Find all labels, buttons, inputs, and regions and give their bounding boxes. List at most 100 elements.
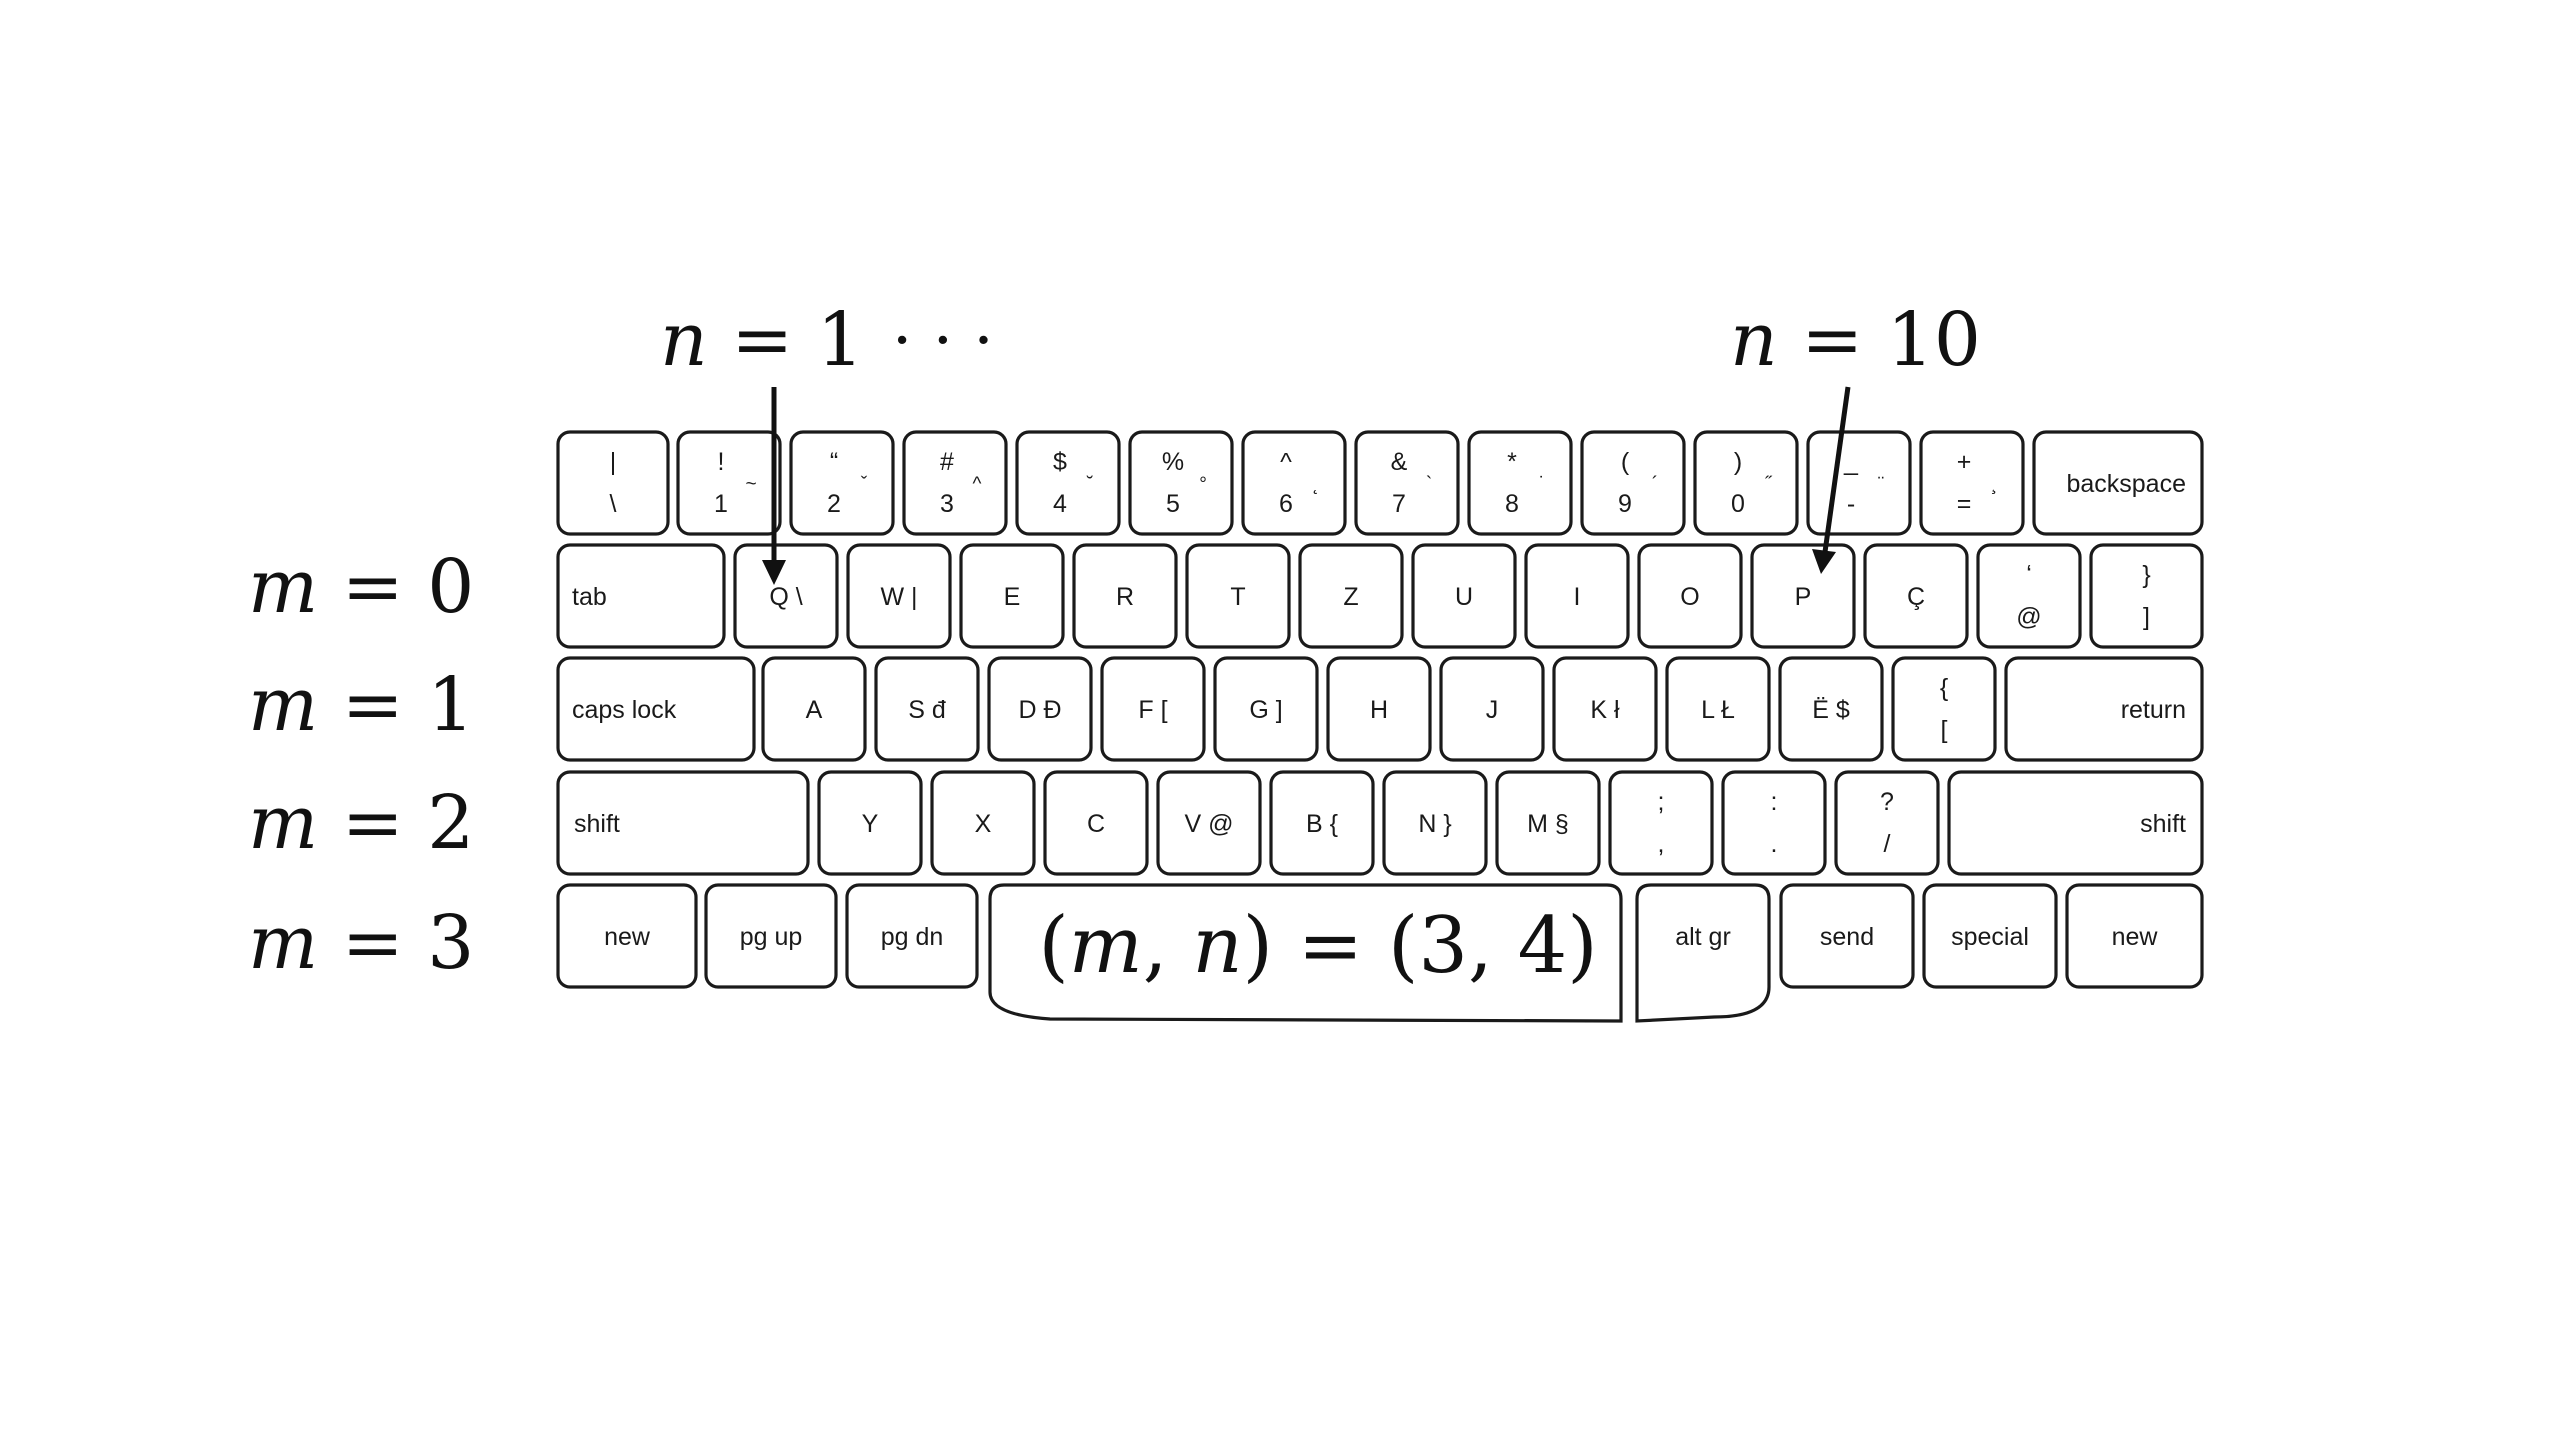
key-shift-symbol: } [2142, 561, 2150, 589]
key-shift-symbol: ) [1734, 448, 1742, 476]
key-label: K ł [1590, 696, 1620, 724]
key-2[interactable]: “2ˇ [789, 430, 895, 536]
key-symbol[interactable]: ʻ@ [1976, 543, 2082, 649]
key-n[interactable]: N } [1382, 770, 1488, 876]
key-label: T [1230, 583, 1245, 611]
key-label: H [1370, 696, 1388, 724]
key-m[interactable]: M § [1495, 770, 1601, 876]
key-shift[interactable]: shift [556, 770, 810, 876]
key-7[interactable]: &7` [1354, 430, 1460, 536]
key-shift-symbol: * [1507, 448, 1517, 476]
key-v[interactable]: V @ [1156, 770, 1262, 876]
key-b[interactable]: B { [1269, 770, 1375, 876]
key-alt-gr[interactable]: alt gr [1635, 883, 1771, 1023]
key-shift[interactable]: shift [1947, 770, 2204, 876]
key-return[interactable]: return [2004, 656, 2204, 762]
key-send[interactable]: send [1779, 883, 1915, 989]
key-symbol[interactable]: |\ [556, 430, 670, 536]
key-shift-symbol: : [1771, 788, 1778, 816]
key-0[interactable]: )0˝ [1693, 430, 1799, 536]
key-label: F [ [1138, 696, 1167, 724]
key-symbol[interactable]: +=¸ [1919, 430, 2025, 536]
key-label: G ] [1249, 696, 1282, 724]
key-o[interactable]: O [1637, 543, 1743, 649]
key-3[interactable]: #3^ [902, 430, 1008, 536]
key-backspace[interactable]: backspace [2032, 430, 2204, 536]
key-label: E [1004, 583, 1021, 611]
key-label: alt gr [1675, 923, 1731, 951]
key-new[interactable]: new [556, 883, 698, 989]
key-symbol[interactable]: }] [2089, 543, 2204, 649]
key-symbol[interactable]: :. [1721, 770, 1827, 876]
key-label: L Ł [1701, 696, 1735, 724]
key-l[interactable]: L Ł [1665, 656, 1771, 762]
key-label: X [975, 810, 992, 838]
key-label: J [1486, 696, 1499, 724]
key-symbol[interactable]: Ç [1863, 543, 1969, 649]
key-base-symbol: @ [2016, 603, 2041, 631]
key-symbol[interactable]: ;, [1608, 770, 1714, 876]
key-caps-lock[interactable]: caps lock [556, 656, 756, 762]
key-w[interactable]: W | [846, 543, 952, 649]
key-special[interactable]: special [1922, 883, 2058, 989]
key-symbol[interactable]: _ - ¨ [1806, 430, 1912, 536]
key-shift-symbol: ( [1621, 448, 1630, 476]
key-shift-symbol: # [940, 448, 954, 476]
key-1[interactable]: !1~ [676, 430, 782, 536]
key-g[interactable]: G ] [1213, 656, 1319, 762]
key-symbol[interactable]: Ë $ [1778, 656, 1884, 762]
key-altgr-symbol: ° [1199, 474, 1207, 495]
key-f[interactable]: F [ [1100, 656, 1206, 762]
key-8[interactable]: *8˙ [1467, 430, 1573, 536]
key-pg-dn[interactable]: pg dn [845, 883, 979, 989]
key-label: Ë $ [1812, 696, 1850, 724]
key-label: M § [1527, 810, 1569, 838]
key-6[interactable]: ^6˛ [1241, 430, 1347, 536]
arrow-to-p [1812, 386, 1851, 574]
key-shift-symbol: & [1391, 448, 1408, 476]
key-c[interactable]: C [1043, 770, 1149, 876]
key-shift-symbol: { [1940, 674, 1948, 702]
key-base-symbol: / [1884, 830, 1891, 858]
key-q[interactable]: Q \ [733, 543, 839, 649]
key-symbol[interactable]: ?/ [1834, 770, 1940, 876]
key-shift-symbol: _ [1843, 448, 1859, 476]
key-d[interactable]: D Đ [987, 656, 1093, 762]
key-base-symbol: - [1847, 490, 1855, 518]
key-label: shift [574, 810, 620, 838]
key-5[interactable]: %5° [1128, 430, 1234, 536]
key-tab[interactable]: tab [556, 543, 726, 649]
key-label: Q \ [769, 583, 802, 611]
key-new[interactable]: new [2065, 883, 2204, 989]
key-altgr-symbol: ¨ [1878, 474, 1884, 495]
key-label: new [2112, 923, 2159, 951]
key-a[interactable]: A [761, 656, 867, 762]
key-y[interactable]: Y [817, 770, 923, 876]
key-pg-up[interactable]: pg up [704, 883, 838, 989]
key-shift-symbol: + [1957, 448, 1972, 476]
key-p[interactable]: P [1750, 543, 1856, 649]
key-h[interactable]: H [1326, 656, 1432, 762]
key-r[interactable]: R [1072, 543, 1178, 649]
key-symbol[interactable]: {[ [1891, 656, 1997, 762]
key-9[interactable]: (9´ [1580, 430, 1686, 536]
key-e[interactable]: E [959, 543, 1065, 649]
row-label-1: m = 1 [248, 662, 474, 748]
key-s[interactable]: S đ [874, 656, 980, 762]
key-space[interactable] [988, 883, 1623, 1023]
key-shift-symbol: “ [830, 448, 838, 476]
key-x[interactable]: X [930, 770, 1036, 876]
key-label: Y [862, 810, 879, 838]
key-j[interactable]: J [1439, 656, 1545, 762]
key-u[interactable]: U [1411, 543, 1517, 649]
key-t[interactable]: T [1185, 543, 1291, 649]
key-i[interactable]: I [1524, 543, 1630, 649]
key-base-symbol: [ [1941, 716, 1948, 744]
row-label-2: m = 2 [248, 780, 474, 866]
key-z[interactable]: Z [1298, 543, 1404, 649]
key-label: W | [880, 583, 917, 611]
key-4[interactable]: $4˘ [1015, 430, 1121, 536]
key-k[interactable]: K ł [1552, 656, 1658, 762]
key-shift-symbol: ? [1880, 788, 1894, 816]
key-base-symbol: 1 [714, 490, 728, 518]
